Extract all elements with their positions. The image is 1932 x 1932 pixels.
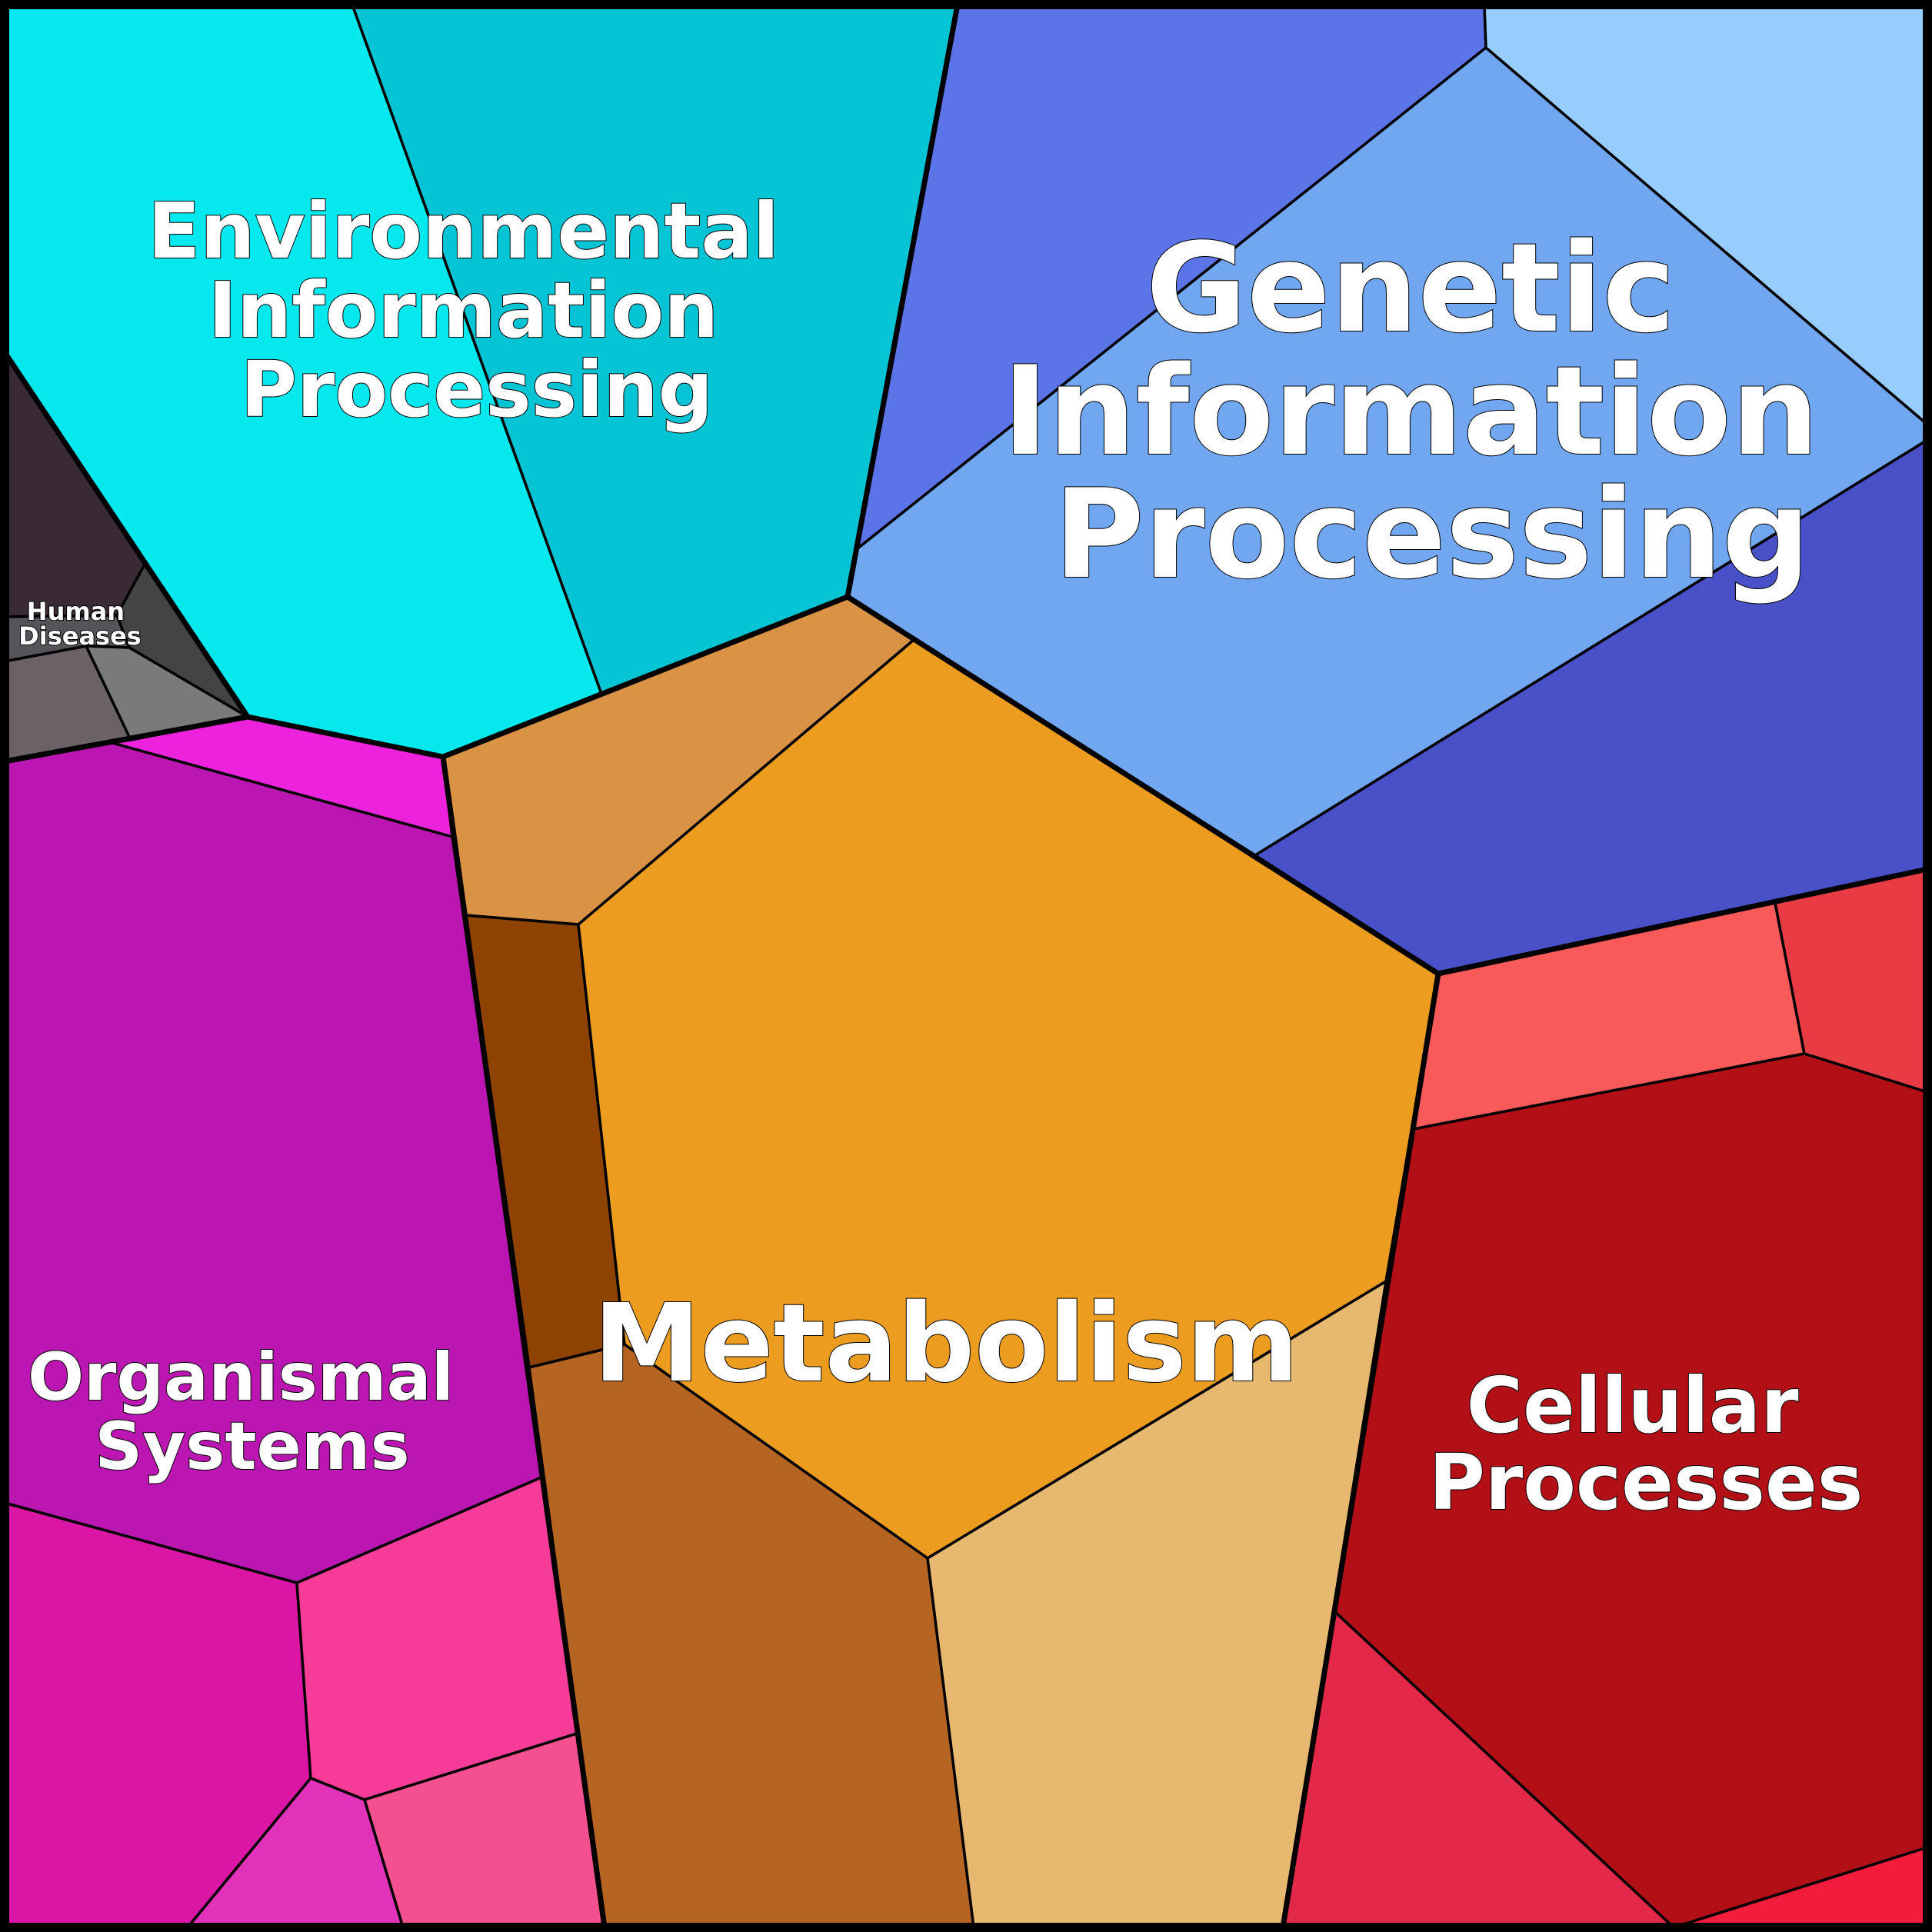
group-cellular bbox=[1281, 868, 1929, 1929]
label-environmental: Environmental Information Processing bbox=[148, 186, 806, 435]
group-borders bbox=[2, 4, 1928, 1928]
border-human-organismal bbox=[4, 714, 248, 764]
label-environmental-line-1: Environmental bbox=[148, 186, 779, 276]
label-cellular: Cellular Processes bbox=[1429, 1361, 1864, 1527]
label-organismal-line-2: Systems bbox=[95, 1408, 409, 1485]
border-metabolism-top bbox=[441, 594, 1928, 977]
label-genetic-line-2: Information bbox=[1002, 339, 1819, 483]
group-environmental bbox=[3, 3, 959, 758]
label-cellular-line-1: Cellular bbox=[1467, 1361, 1800, 1451]
label-human-diseases: Human Diseases bbox=[18, 597, 142, 651]
border-metabolism-organismal bbox=[440, 756, 608, 1928]
label-organismal-line-1: Organismal bbox=[28, 1339, 454, 1416]
group-metabolism bbox=[441, 595, 1440, 1929]
label-environmental-line-3: Processing bbox=[241, 345, 714, 435]
label-human-diseases-line-1: Human bbox=[27, 597, 125, 626]
group-human-diseases bbox=[3, 351, 249, 763]
label-human-diseases-line-2: Diseases bbox=[18, 621, 142, 651]
label-genetic: Genetic Information Processing bbox=[1002, 216, 1861, 606]
label-metabolism-line-1: Metabolism bbox=[593, 1281, 1298, 1407]
label-genetic-line-3: Processing bbox=[1054, 462, 1810, 606]
label-organismal: Organismal Systems bbox=[28, 1339, 477, 1485]
label-environmental-line-2: Information bbox=[208, 265, 719, 355]
border-metabolism-cellular bbox=[1280, 973, 1441, 1928]
group-organismal bbox=[3, 715, 606, 1929]
label-genetic-line-1: Genetic bbox=[1146, 216, 1675, 360]
label-cellular-line-2: Processes bbox=[1429, 1437, 1864, 1527]
border-environmental-genetic bbox=[844, 4, 961, 598]
label-metabolism: Metabolism bbox=[593, 1281, 1298, 1407]
